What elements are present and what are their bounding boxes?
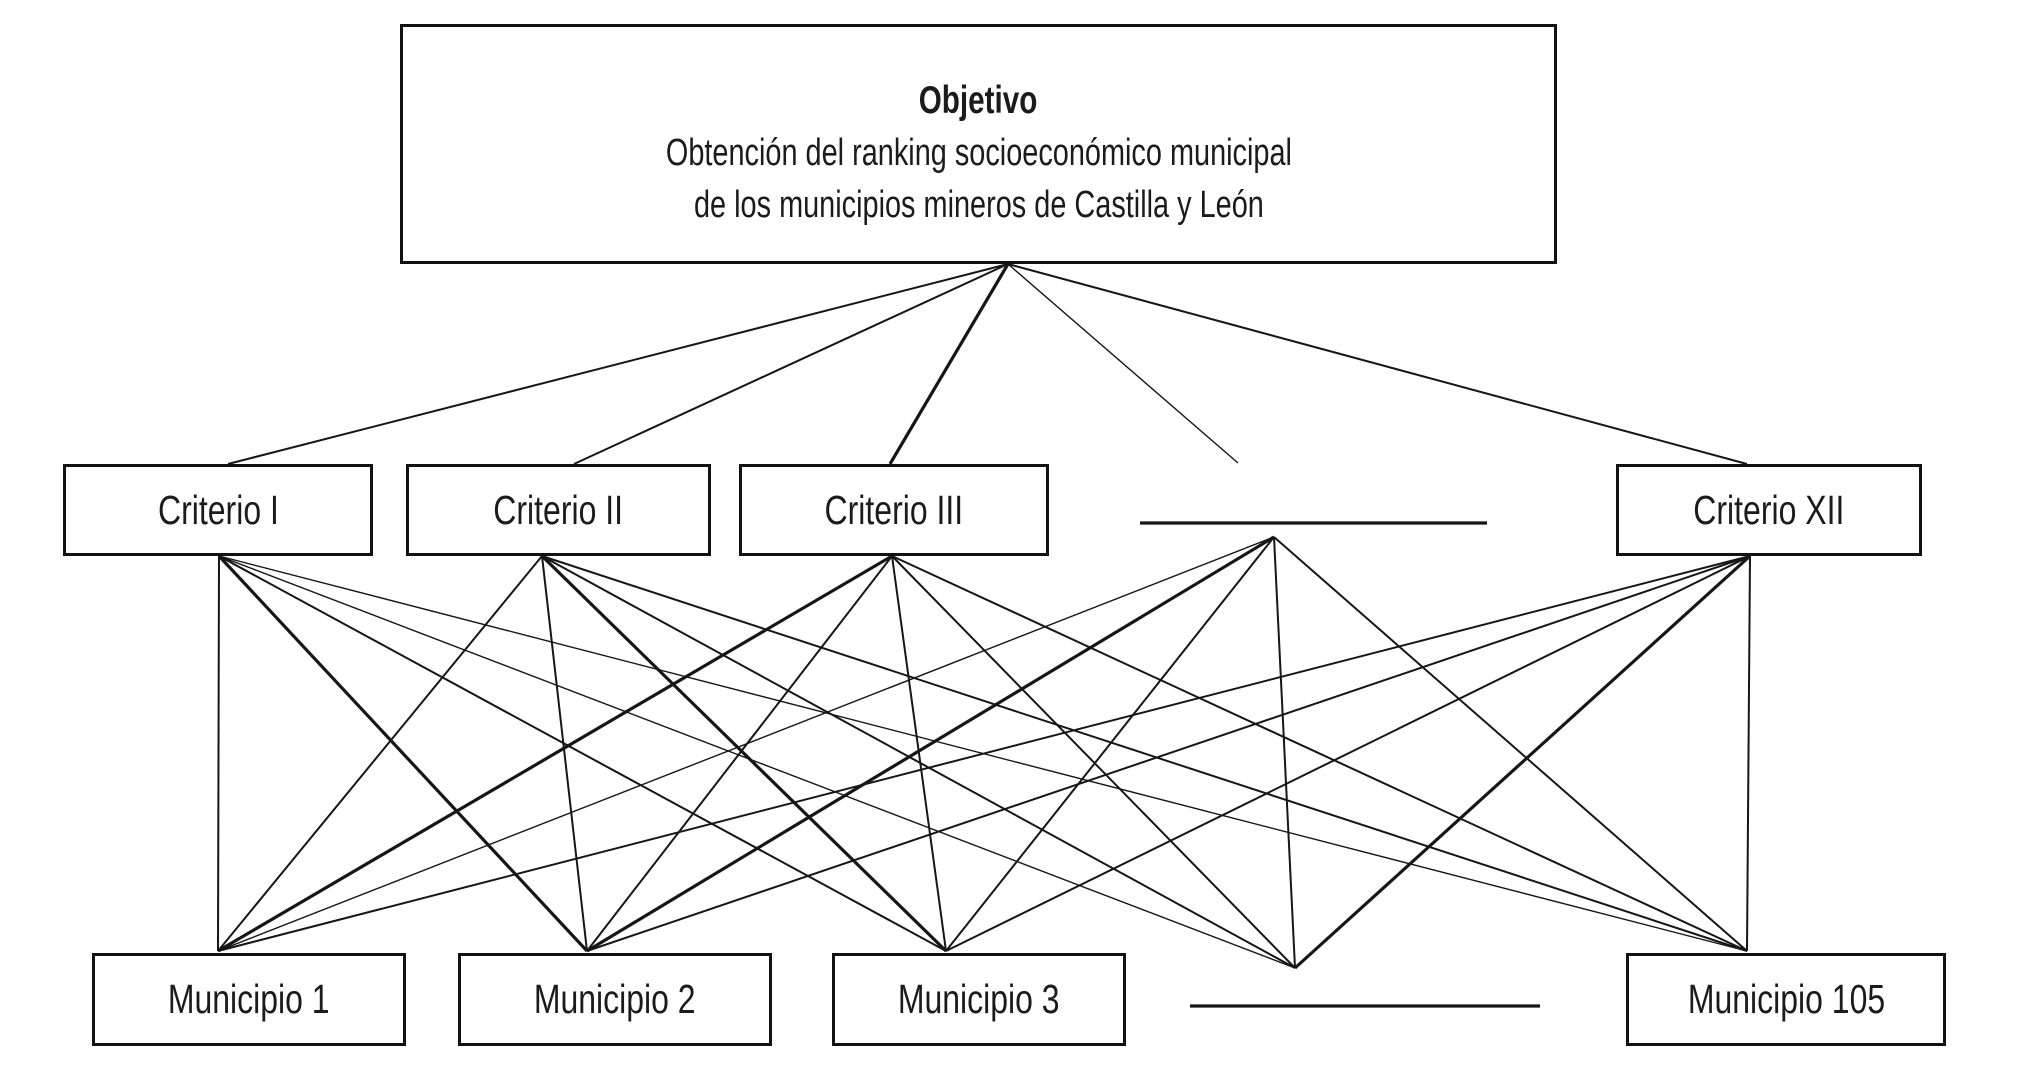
objective-subtitle-line1-text: Obtención del ranking socioeconómico mun… [665, 132, 1292, 174]
edge-criterio-xii-municipio-1 [217, 555, 1751, 952]
objective-subtitle-line2-text: de los municipios mineros de Castilla y … [693, 184, 1264, 226]
objective-title-text: Objetivo [919, 79, 1038, 122]
objective-subtitle-line1: Obtención del ranking socioeconómico mun… [567, 131, 1391, 183]
edge-objective-criterio-ii [573, 263, 1009, 465]
edge-criterio-xii-hidden-municipio [1293, 554, 1752, 970]
criterion-ii-label: Criterio II [493, 486, 624, 533]
edge-hidden-criteria-municipio-2 [586, 535, 1275, 953]
edge-criterio-xii-municipio-2 [586, 555, 1751, 952]
edge-criterio-i-municipio-3 [218, 555, 947, 952]
edge-hidden-criteria-municipio-3 [945, 536, 1275, 952]
edge-criterio-iii-municipio-3 [891, 555, 947, 952]
edge-hidden-criteria-municipio-1 [217, 536, 1275, 952]
municipio-box-2: Municipio 2 [458, 953, 772, 1046]
edge-criterio-ii-hidden-municipio [541, 555, 1296, 969]
criterion-xii-label: Criterio XII [1693, 486, 1845, 533]
edge-criterio-i-municipio-2 [217, 554, 589, 953]
edge-criterio-i-municipio-1 [217, 555, 220, 952]
criterion-box-iii: Criterio III [739, 464, 1049, 556]
objective-subtitle-line2: de los municipios mineros de Castilla y … [604, 183, 1354, 235]
objective-title: Objetivo [900, 79, 1056, 131]
edge-criterio-ii-municipio-3 [540, 554, 948, 953]
objective-box: Objetivo Obtención del ranking socioecon… [400, 24, 1557, 264]
municipio-2-label: Municipio 2 [534, 976, 696, 1022]
edge-criterio-iii-municipio-2 [586, 555, 893, 952]
edge-criterio-ii-municipio-2 [541, 555, 588, 952]
criterion-iii-label: Criterio III [824, 486, 964, 533]
edge-criterio-i-hidden-municipio [218, 555, 1296, 969]
edge-objective-hidden-criteria-stub [1007, 263, 1239, 464]
municipio-box-1: Municipio 1 [92, 953, 406, 1046]
edge-criterio-xii-municipio-105 [1746, 555, 1751, 952]
edge-objective-criterio-i [227, 263, 1009, 465]
municipio-box-3: Municipio 3 [832, 953, 1126, 1046]
municipio-box-105: Municipio 105 [1626, 953, 1946, 1046]
edge-criterio-ii-municipio-1 [217, 555, 543, 952]
criterion-i-label: Criterio I [157, 486, 279, 533]
edge-criterio-ii-municipio-105 [541, 555, 1748, 952]
edge-hidden-criteria-municipio-105 [1273, 536, 1748, 952]
criterion-box-i: Criterio I [63, 464, 373, 556]
edge-hidden-criteria-hidden-municipio [1273, 536, 1296, 969]
edge-objective-criterio-iii [888, 263, 1010, 465]
edge-objective-criterio-xii [1007, 263, 1748, 465]
edge-criterio-iii-municipio-105 [891, 555, 1748, 952]
criterion-box-ii: Criterio II [406, 464, 711, 556]
municipio-3-label: Municipio 3 [898, 976, 1060, 1022]
municipio-1-label: Municipio 1 [168, 976, 330, 1022]
municipio-105-label: Municipio 105 [1687, 976, 1885, 1022]
edge-criterio-iii-hidden-municipio [891, 555, 1296, 969]
edge-criterio-iii-municipio-1 [217, 554, 893, 953]
edge-criterio-xii-municipio-3 [945, 555, 1751, 952]
criterion-box-xii: Criterio XII [1616, 464, 1922, 556]
